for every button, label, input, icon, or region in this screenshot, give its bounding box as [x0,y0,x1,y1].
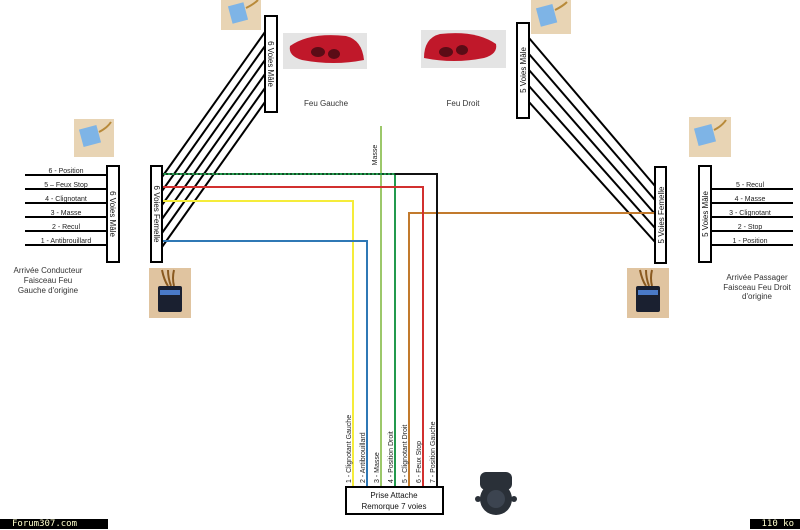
trailer-wire [408,212,655,487]
left-diagonal-wire [161,73,266,220]
photo-left-connector [74,119,114,157]
right-female-connector-label: 5 Voies Femelle [657,186,666,243]
photo-right-connector [689,117,731,157]
left-pin-label: 3 - Masse [51,210,82,217]
masse-label: Masse [372,145,379,166]
left-female-connector-label: 6 Voies Femelle [152,186,161,243]
left-male-connector-box [106,165,120,263]
right-pin-label: 3 - Clignotant [729,210,771,217]
left-pin-label: 4 - Clignotant [45,196,87,203]
photo-right-female-plug [627,268,669,318]
trailer-wire-label: 1 - Clignotant Gauche [346,415,353,483]
left-male-connector-label: 6 Voies Mâle [108,191,117,237]
left-diagonal-wires [161,31,266,248]
trailer-wire-label: 2 - Antibrouillard [360,432,367,483]
trailer-wire-label: 4 - Position Droit [388,431,395,483]
left-pin-label: 1 - Antibrouillard [41,238,92,245]
right-female-connector-box [654,166,667,264]
right-diagonal-wire [528,37,656,187]
photo-left-female-plug [149,268,191,318]
trailer-wire-label: 3 - Masse [374,452,381,483]
photo-left-top-connector [221,0,261,30]
trailer-wire [162,200,354,487]
right-pin-label: 1 - Position [732,238,767,245]
trailer-socket-box [345,486,444,515]
photo-tail-lamp-right [421,30,506,68]
right-male-connector-box [698,165,712,263]
left-pin-lines [25,174,107,246]
trailer-wire [162,240,368,487]
trailer-wire [162,186,424,487]
photo-tail-lamp-left [283,33,367,69]
left-pin-label: 6 - Position [48,168,83,175]
right-diagonal-wire [528,101,656,243]
footer-site-label: Forum307.com [0,519,108,529]
trailer-wires [162,126,655,487]
right-caption-line-2: Faisceau Feu Droit [723,283,791,292]
trailer-wire-label: 6 - Feux Stop [416,441,423,483]
photo-right-top-connector [531,0,571,34]
photo-trailer-socket [475,472,517,515]
right-pin-label: 5 - Recul [736,182,764,189]
right-top-male-connector-box [516,22,530,119]
left-lamp-label: Feu Gauche [304,99,349,108]
right-top-male-connector-label: 5 Voies Mâle [519,47,528,93]
right-pin-label: 4 - Masse [735,196,766,203]
right-caption-line-3: d'origine [742,292,773,301]
left-diagonal-wire [161,87,266,234]
left-pin-label: 2 - Recul [52,224,80,231]
trailer-wire-label: 7 - Position Gauche [430,421,437,483]
left-top-male-connector-label: 6 Voies Mâle [266,41,275,87]
left-caption-line-2: Faisceau Feu [24,276,72,285]
left-diagonal-wire [161,31,266,178]
left-top-male-connector-box [264,15,278,113]
left-caption-line-1: Arrivée Conducteur [14,266,83,275]
trailer-wire-label: 5 - Clignotant Droit [402,425,409,483]
left-pin-label: 5 – Feux Stop [44,182,88,189]
right-diagonal-wires [528,37,656,243]
left-diagonal-wire [161,59,266,206]
right-caption-line-1: Arrivée Passager [726,273,788,282]
right-diagonal-wire [528,53,656,201]
left-diagonal-wire [161,45,266,192]
trailer-box-label-line-1: Prise Attache [370,491,418,500]
footer-file-size: 110 ko [750,519,800,529]
right-lamp-label: Feu Droit [447,99,481,108]
left-caption-line-3: Gauche d'origine [18,286,79,295]
trailer-box-label-line-2: Remorque 7 voies [362,502,427,511]
right-diagonal-wire [528,69,656,215]
right-male-connector-label: 5 Voies Mâle [701,191,710,237]
trailer-wire [395,173,438,487]
left-female-connector-box [150,165,163,263]
right-pin-lines [711,188,793,246]
right-diagonal-wire [528,85,656,229]
right-pin-label: 2 - Stop [738,224,763,231]
